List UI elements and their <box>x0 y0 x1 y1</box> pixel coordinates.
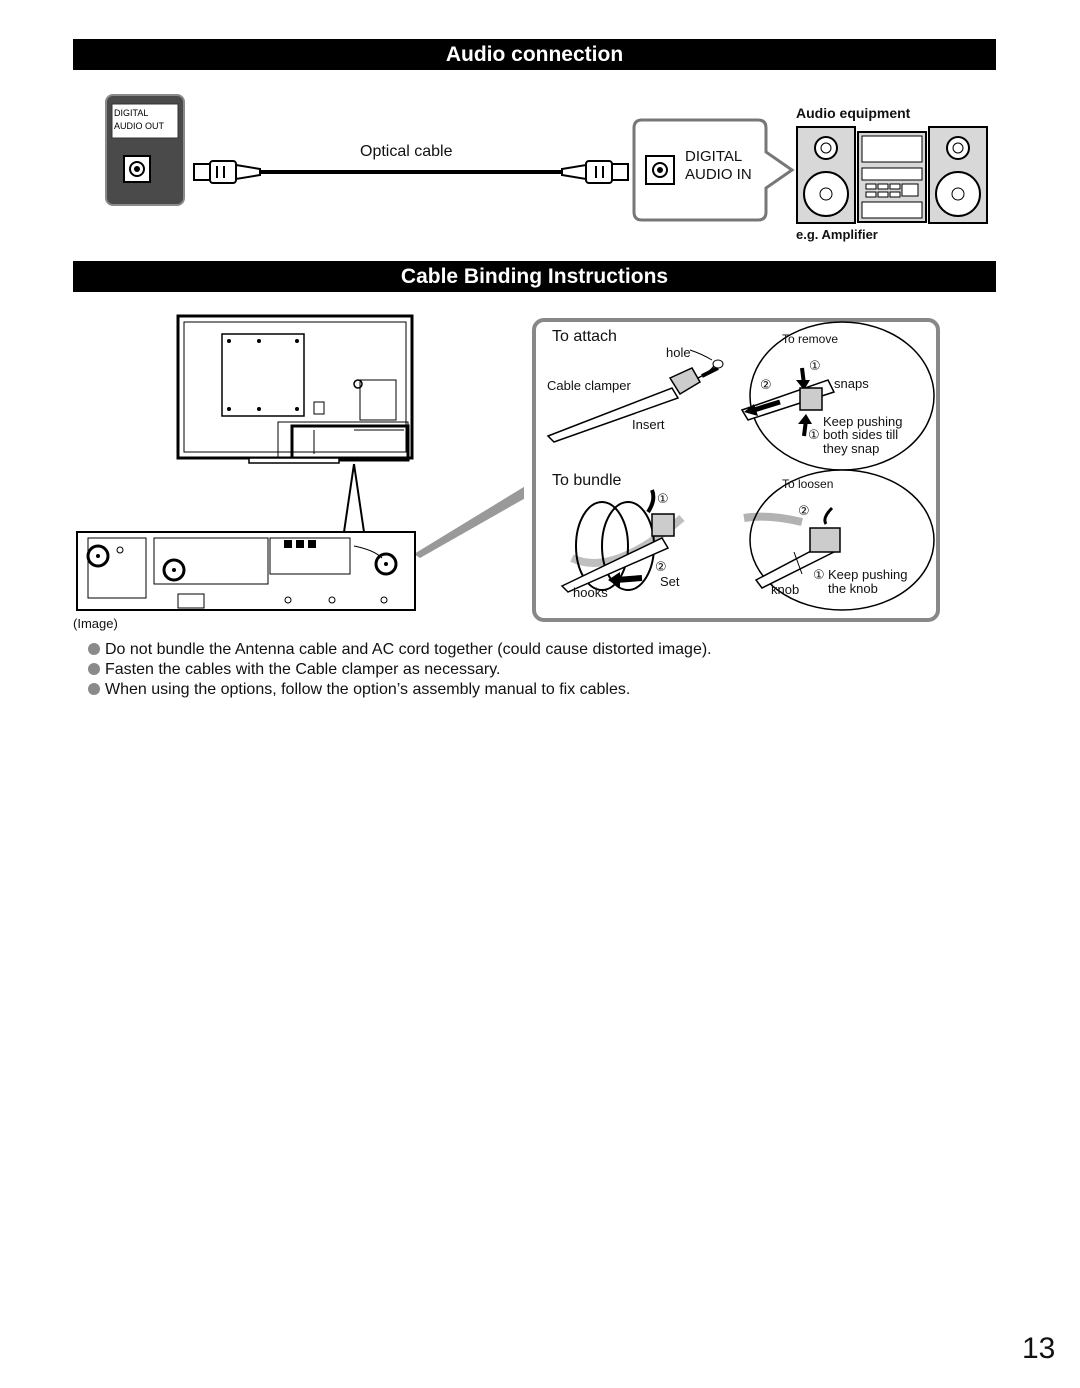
loosen-step1: ① <box>813 567 825 582</box>
note-item: Fasten the cables with the Cable clamper… <box>88 660 712 680</box>
note-item: When using the options, follow the optio… <box>88 680 712 700</box>
note-text: Do not bundle the Antenna cable and AC c… <box>105 641 712 658</box>
digital-audio-in-label-line2: AUDIO IN <box>685 166 752 183</box>
to-bundle-title: To bundle <box>552 472 622 489</box>
to-loosen-title: To loosen <box>782 477 834 491</box>
hole-label: hole <box>666 345 691 360</box>
cable-clamper-label: Cable clamper <box>547 378 631 393</box>
remove-step1b: ① <box>808 427 820 442</box>
note-text: Fasten the cables with the Cable clamper… <box>105 661 501 678</box>
digital-audio-in-callout <box>632 118 795 222</box>
tv-rear-illustration <box>76 314 524 611</box>
to-remove-title: To remove <box>782 332 839 346</box>
section-title-audio-connection: Audio connection <box>73 39 996 70</box>
snaps-label: snaps <box>834 376 869 391</box>
note-text: When using the options, follow the optio… <box>105 681 631 698</box>
note-item: Do not bundle the Antenna cable and AC c… <box>88 640 712 660</box>
tv-port-label-line1: DIGITAL <box>114 108 149 118</box>
remove-keep-pushing-line3: they snap <box>823 441 880 456</box>
cable-clamper-diagram <box>532 318 940 622</box>
optical-cable-label: Optical cable <box>360 143 453 160</box>
optical-cable-icon <box>193 160 629 184</box>
insert-label: Insert <box>632 417 665 432</box>
remove-step2: ② <box>760 377 772 392</box>
bullet-dot-icon <box>88 643 100 655</box>
loosen-keep-pushing-line1: Keep pushing <box>828 567 908 582</box>
tv-digital-audio-out-panel <box>105 94 185 206</box>
amplifier-icon <box>796 126 988 224</box>
bundle-step2: ② <box>655 559 667 574</box>
knob-label: knob <box>771 582 800 597</box>
remove-keep-pushing-line1: Keep pushing <box>823 414 903 429</box>
audio-equipment-label: Audio equipment <box>796 105 911 121</box>
bundle-step1: ① <box>657 491 669 506</box>
notes-list: Do not bundle the Antenna cable and AC c… <box>88 640 712 700</box>
hooks-label: hooks <box>573 585 608 600</box>
digital-audio-in-label-line1: DIGITAL <box>685 148 743 165</box>
optical-port-panel-icon <box>105 94 185 206</box>
loosen-keep-pushing-line2: the knob <box>828 581 878 596</box>
page-number: 13 <box>1022 1332 1056 1365</box>
remove-keep-pushing-line2: both sides till <box>823 427 899 442</box>
loosen-step2: ② <box>798 503 810 518</box>
set-label: Set <box>660 574 680 589</box>
example-amplifier-label: e.g. Amplifier <box>796 227 878 242</box>
tv-port-label-line2: AUDIO OUT <box>114 121 165 131</box>
remove-step1: ① <box>809 358 821 373</box>
image-caption: (Image) <box>73 616 118 631</box>
section-title-cable-binding: Cable Binding Instructions <box>73 261 996 292</box>
to-attach-title: To attach <box>552 328 617 345</box>
bullet-dot-icon <box>88 683 100 695</box>
bullet-dot-icon <box>88 663 100 675</box>
